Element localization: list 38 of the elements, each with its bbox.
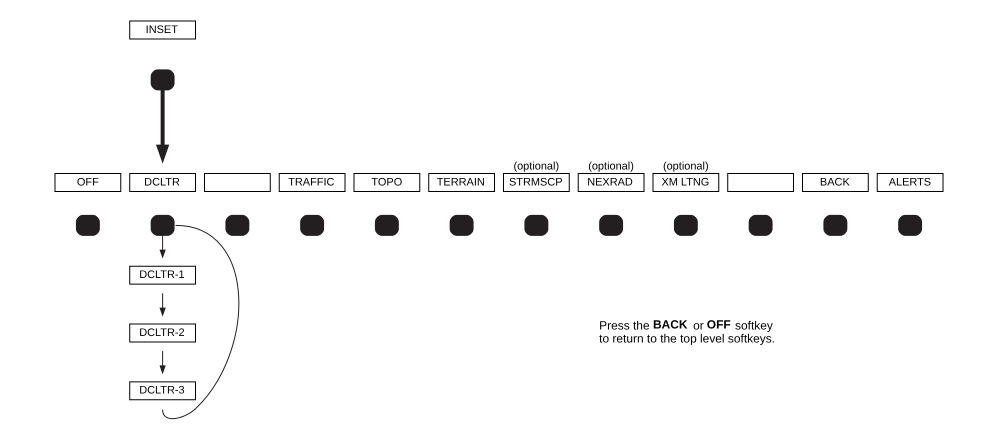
node-box (748, 214, 772, 236)
node-label: (optional) (588, 160, 634, 172)
connector (162, 224, 239, 420)
node-box (673, 214, 698, 236)
node-box: DCLTR-3 (128, 381, 196, 400)
node-box: ALERTS (876, 173, 944, 192)
node-box: NEXRAD (577, 173, 644, 192)
node-box (374, 214, 398, 236)
arrow (158, 292, 166, 317)
node-box: STRMSCP (502, 173, 570, 192)
node-box (598, 214, 623, 236)
node-box: TRAFFIC (278, 173, 346, 192)
node-box: DCLTR-2 (128, 324, 196, 342)
node-box: XM LTNG (652, 173, 719, 192)
node-label: (optional) (662, 160, 708, 172)
node-box (726, 173, 794, 192)
arrow (158, 350, 166, 374)
node-box: DCLTR-1 (128, 266, 196, 285)
node-box (203, 173, 270, 192)
node-box (524, 214, 548, 236)
node-box (898, 214, 922, 236)
node-box (150, 214, 174, 236)
node-label: (optional) (512, 160, 559, 172)
arrow (155, 90, 169, 164)
arrow (158, 235, 166, 259)
node-box (449, 214, 474, 236)
node-box (224, 214, 249, 236)
node-box: TOPO (352, 173, 420, 192)
label: Press the BACK or OFF softkey to return to the top level softkeys. (598, 318, 775, 346)
node-box: INSET (128, 20, 196, 40)
node-box: BACK (801, 173, 868, 192)
node-box: DCLTR (128, 173, 196, 192)
node-box (300, 214, 324, 236)
node-box: TERRAIN (428, 173, 495, 192)
node-box (822, 214, 847, 236)
node-box (75, 214, 100, 236)
node-box (150, 69, 174, 90)
node-box: OFF (54, 173, 121, 192)
